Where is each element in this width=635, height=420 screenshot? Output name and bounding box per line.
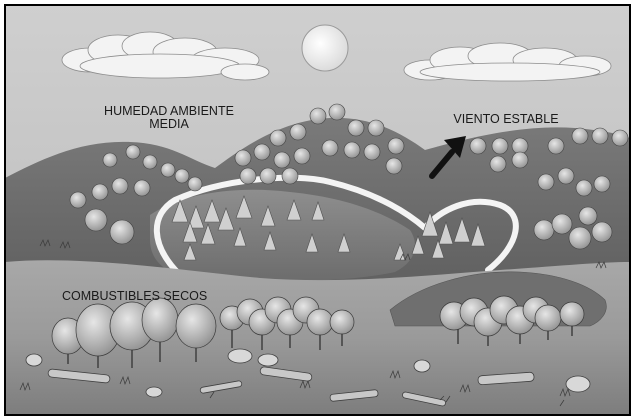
sun-icon xyxy=(302,25,348,71)
humidity-label: HUMEDAD AMBIENTE MEDIA xyxy=(84,105,254,131)
wind-label: VIENTO ESTABLE xyxy=(436,113,576,126)
dry-fuels-label: COMBUSTIBLES SECOS xyxy=(62,290,232,303)
humidity-label-line2: MEDIA xyxy=(84,118,254,131)
